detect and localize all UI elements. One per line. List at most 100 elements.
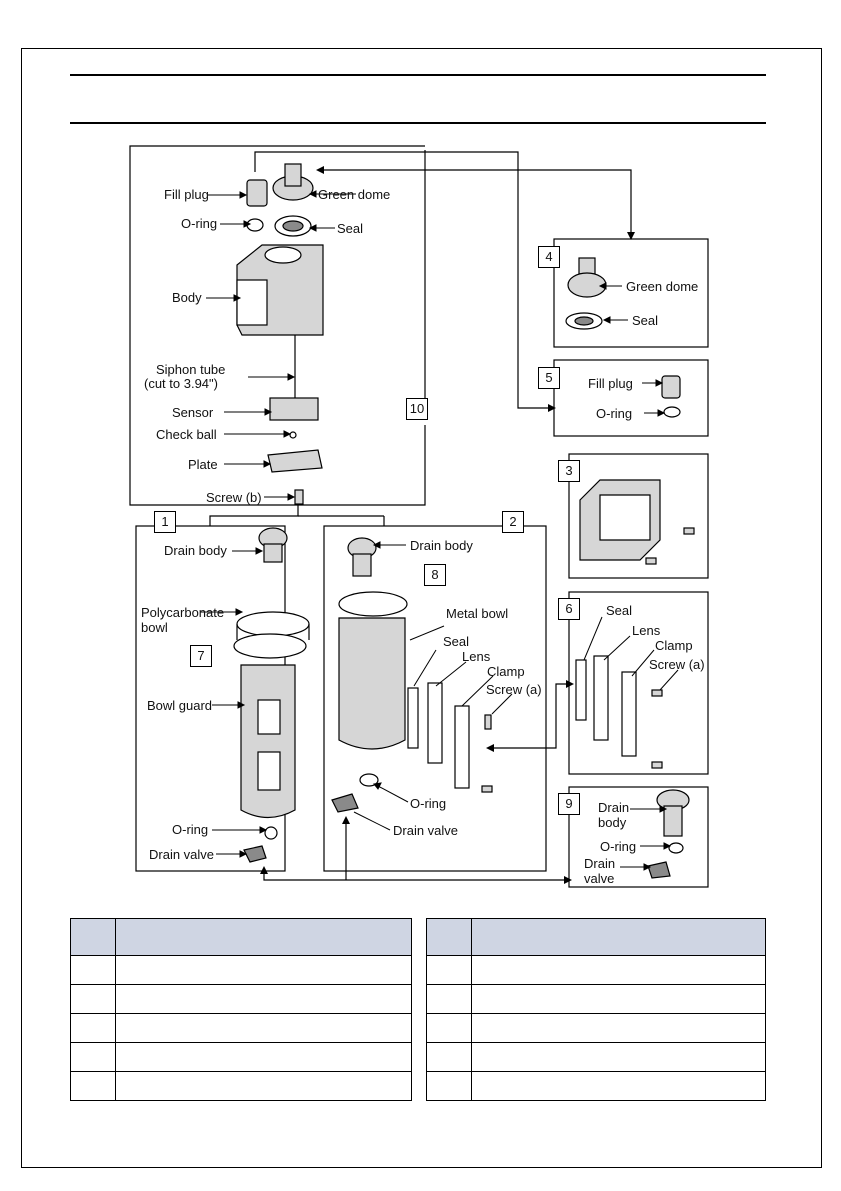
table-cell: [471, 1071, 766, 1101]
label-green-dome: Green dome: [626, 279, 699, 294]
label-body: Body: [172, 290, 202, 305]
label-bowl: bowl: [141, 620, 168, 635]
table-row: [70, 1042, 412, 1072]
table-cell: [70, 984, 116, 1014]
table-cell: [471, 1013, 766, 1043]
label-siphon-tube-note: (cut to 3.94"): [144, 376, 218, 391]
panel-2-parts: [331, 537, 493, 813]
label-valve: valve: [584, 871, 615, 886]
label-o-ring: O-ring: [181, 216, 218, 231]
panel-5-parts: [661, 375, 681, 418]
table-cell: [426, 1071, 472, 1101]
label-check-ball: Check ball: [156, 427, 217, 442]
table-row: [426, 1013, 766, 1043]
table-row: [426, 1042, 766, 1072]
label-o-ring: O-ring: [600, 839, 637, 854]
table-cell: [115, 1042, 412, 1072]
table-cell: [70, 1042, 116, 1072]
table-row: [426, 1071, 766, 1101]
table-row: [426, 955, 766, 985]
label-lens: Lens: [632, 623, 661, 638]
label-drain: Drain: [598, 800, 630, 815]
label-sensor: Sensor: [172, 405, 214, 420]
table-cell: [70, 955, 116, 985]
label-screw-a: Screw (a): [649, 657, 705, 672]
table-row: [426, 984, 766, 1014]
parts-table-right: [426, 918, 766, 1101]
label-seal: Seal: [606, 603, 633, 618]
label-metal-bowl: Metal bowl: [446, 606, 509, 621]
label-lens: Lens: [462, 649, 491, 664]
label-drain-valve: Drain valve: [149, 847, 215, 862]
part-number-9: 9: [558, 793, 580, 815]
table-cell: [426, 1042, 472, 1072]
part-number-2: 2: [502, 511, 524, 533]
table-cell: [471, 984, 766, 1014]
part-number-10: 10: [406, 398, 428, 420]
part-number-4: 4: [538, 246, 560, 268]
table-header-cell: [70, 918, 116, 956]
label-siphon-tube: Siphon tube: [156, 362, 226, 377]
header-rule-bottom: [70, 122, 766, 124]
part-number-7: 7: [190, 645, 212, 667]
parts-table-left: [70, 918, 412, 1101]
header-rule-top: [70, 74, 766, 76]
part-number-6: 6: [558, 598, 580, 620]
label-clamp: Clamp: [487, 664, 525, 679]
panel-1-parts: [233, 527, 310, 863]
table-cell: [115, 1071, 412, 1101]
page-frame: [21, 48, 822, 1168]
footer-gap: [384, 1124, 432, 1128]
label-seal: Seal: [337, 221, 364, 236]
main-panel-parts: [236, 163, 324, 505]
table-header-row: [70, 918, 412, 956]
label-drain-valve: Drain valve: [393, 823, 459, 838]
panel-4-parts: [565, 257, 607, 330]
label-fill-plug: Fill plug: [164, 187, 209, 202]
part-number-3: 3: [558, 460, 580, 482]
label-screw-b: Screw (b): [206, 490, 262, 505]
table-cell: [426, 1013, 472, 1043]
table-cell: [115, 955, 412, 985]
label-o-ring: O-ring: [410, 796, 447, 811]
panel-6-parts: [575, 655, 663, 769]
label-drain: Drain: [584, 856, 616, 871]
label-green-dome: Green dome: [318, 187, 391, 202]
label-clamp: Clamp: [655, 638, 693, 653]
part-number-1: 1: [154, 511, 176, 533]
label-polycarbonate: Polycarbonate: [141, 605, 225, 620]
label-bowl-guard: Bowl guard: [147, 698, 213, 713]
panel-9-parts: [647, 789, 690, 879]
label-o-ring: O-ring: [596, 406, 633, 421]
leader-arrows: [200, 190, 679, 871]
label-drain-body: Drain body: [164, 543, 227, 558]
table-header-cell: [115, 918, 412, 956]
table-cell: [115, 984, 412, 1014]
table-header-cell: [471, 918, 766, 956]
table-cell: [471, 1042, 766, 1072]
table-cell: [70, 1071, 116, 1101]
label-seal: Seal: [443, 634, 470, 649]
table-row: [70, 955, 412, 985]
table-row: [70, 984, 412, 1014]
label-seal: Seal: [632, 313, 659, 328]
label-plate: Plate: [188, 457, 218, 472]
table-row: [70, 1013, 412, 1043]
table-cell: [70, 1013, 116, 1043]
table-cell: [426, 984, 472, 1014]
part-number-5: 5: [538, 367, 560, 389]
table-header-cell: [426, 918, 472, 956]
table-header-row: [426, 918, 766, 956]
table-cell: [115, 1013, 412, 1043]
label-fill-plug: Fill plug: [588, 376, 633, 391]
table-cell: [426, 955, 472, 985]
label-screw-a: Screw (a): [486, 682, 542, 697]
label-body: body: [598, 815, 627, 830]
panel-3-parts: [579, 479, 695, 565]
table-row: [70, 1071, 412, 1101]
part-number-8: 8: [424, 564, 446, 586]
connector-lines: [209, 151, 635, 884]
label-drain-body: Drain body: [410, 538, 473, 553]
table-cell: [471, 955, 766, 985]
